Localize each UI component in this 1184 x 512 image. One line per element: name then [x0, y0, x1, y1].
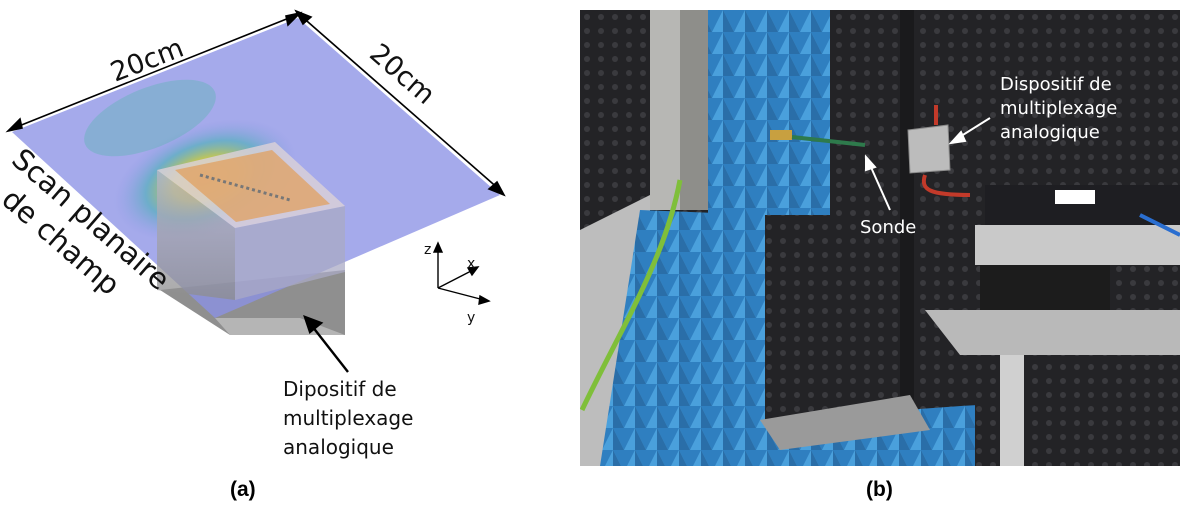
instrument-label	[1055, 190, 1095, 204]
stage-column	[1000, 355, 1024, 466]
device-pointer-arrow	[303, 314, 349, 373]
blue-cable	[1139, 213, 1181, 237]
caption-b: (b)	[866, 478, 893, 501]
red-cable-bottom	[921, 174, 971, 197]
device-front-face	[157, 170, 235, 300]
stage-base	[925, 310, 1180, 355]
probe-connector	[770, 130, 792, 140]
axis-label-z: z	[424, 242, 431, 258]
mux-pointer-arrow	[948, 117, 991, 145]
panel-a-illustration: 20cm 20cm Scan planaire de champ z x y D…	[0, 0, 560, 508]
probe	[791, 135, 866, 147]
chamber-corner-shadow	[900, 10, 914, 400]
green-cable	[579, 179, 683, 412]
axis-label-x: x	[467, 256, 475, 272]
blue-absorber-stairs	[600, 210, 765, 466]
mux-device	[907, 124, 951, 174]
anechoic-chamber-photo: Sonde Dispositif de multiplexage analogi…	[579, 10, 1181, 466]
caption-a: (a)	[230, 478, 256, 501]
device-label-line-1: Dipositif de	[283, 377, 397, 401]
blue-absorber-panel	[708, 10, 830, 215]
axes-icon	[432, 241, 491, 305]
device-label-line-3: analogique	[283, 435, 394, 459]
mux-label-line-1: Dispositif de	[1000, 74, 1112, 95]
device-pcb	[175, 150, 330, 222]
panel-b-photo: Sonde Dispositif de multiplexage analogi…	[579, 10, 1181, 466]
floor-rail	[760, 395, 930, 450]
mount-post-edge	[680, 10, 708, 210]
device-side-face	[235, 206, 345, 300]
device-label-line-2: multiplexage	[283, 406, 413, 430]
mux-label-line-3: analogique	[1000, 122, 1100, 143]
dimension-arrow-right	[294, 9, 506, 197]
field-hotspot-upper	[84, 79, 216, 157]
probe-pointer-arrow	[865, 154, 891, 211]
stage-plate	[975, 225, 1180, 265]
scan-setup-illustration: 20cm 20cm Scan planaire de champ z x y D…	[0, 9, 506, 459]
axis-label-y: y	[467, 310, 475, 326]
mux-label-line-2: multiplexage	[1000, 98, 1117, 119]
dimension-arrow-left	[5, 11, 303, 133]
probe-label: Sonde	[860, 217, 916, 238]
